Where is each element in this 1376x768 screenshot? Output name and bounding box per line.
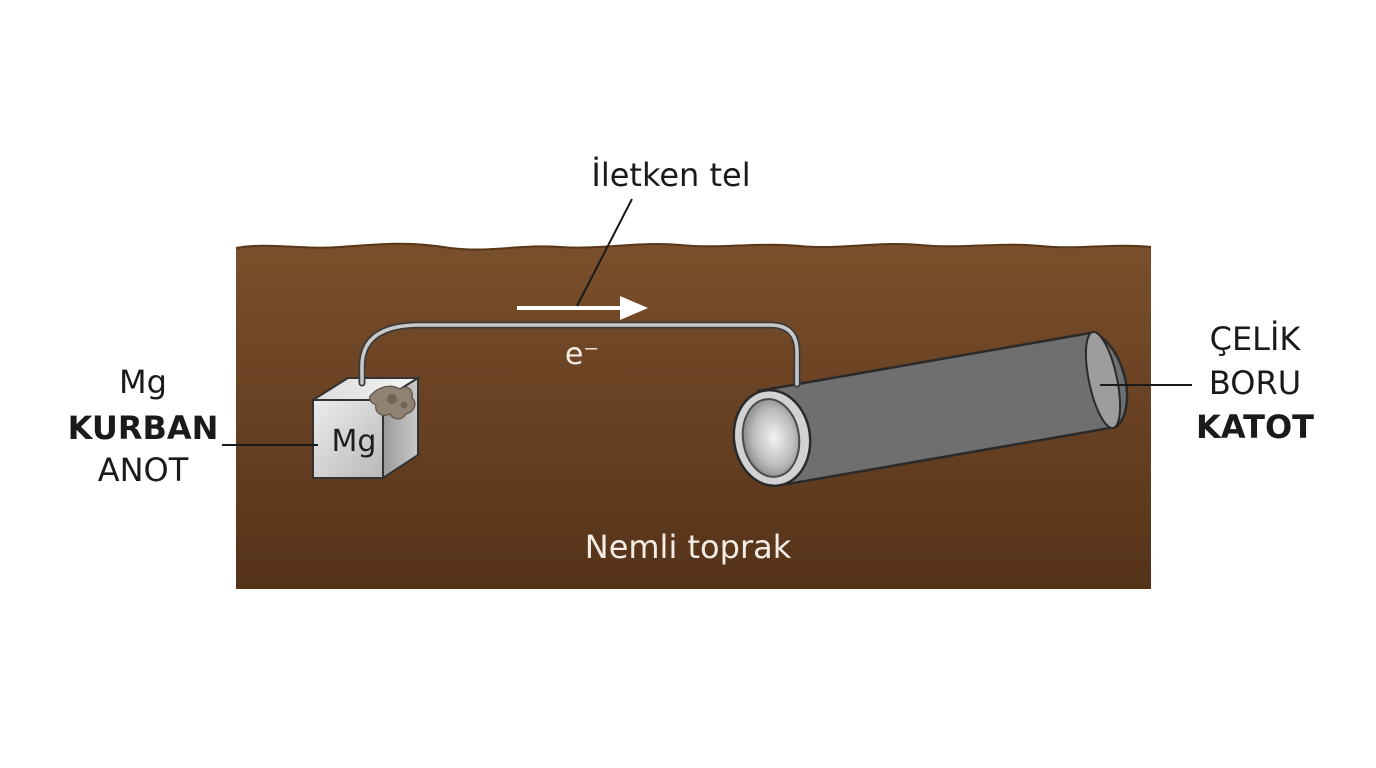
- electron-label: e⁻: [565, 337, 599, 372]
- cathode-label-line3: KATOT: [1196, 408, 1314, 446]
- corrosion-pit: [387, 394, 397, 404]
- cathode-label-line1: ÇELİK: [1210, 320, 1302, 358]
- conducting-wire: [360, 323, 799, 386]
- moist-soil: [236, 243, 1151, 589]
- anode-label-line1: Mg: [119, 363, 167, 401]
- corrosion-pit: [400, 401, 408, 409]
- soil-surface-line: [235, 242, 1152, 251]
- soil-label: Nemli toprak: [585, 528, 792, 566]
- block-front-face: [312, 399, 384, 479]
- wire-leader-line: [576, 198, 633, 307]
- wire-label: İletken tel: [591, 156, 750, 194]
- cathode-label-line2: BORU: [1209, 364, 1301, 402]
- anode-label-line3: ANOT: [98, 451, 189, 489]
- steel-pipe: [732, 330, 1129, 488]
- pipe-opening: [741, 398, 801, 478]
- anode-label-line2: KURBAN: [68, 409, 219, 447]
- electron-flow-arrow: [517, 296, 648, 320]
- magnesium-block: Mg: [309, 376, 422, 480]
- block-symbol: Mg: [332, 424, 377, 459]
- pipe-far-end: [1084, 330, 1122, 430]
